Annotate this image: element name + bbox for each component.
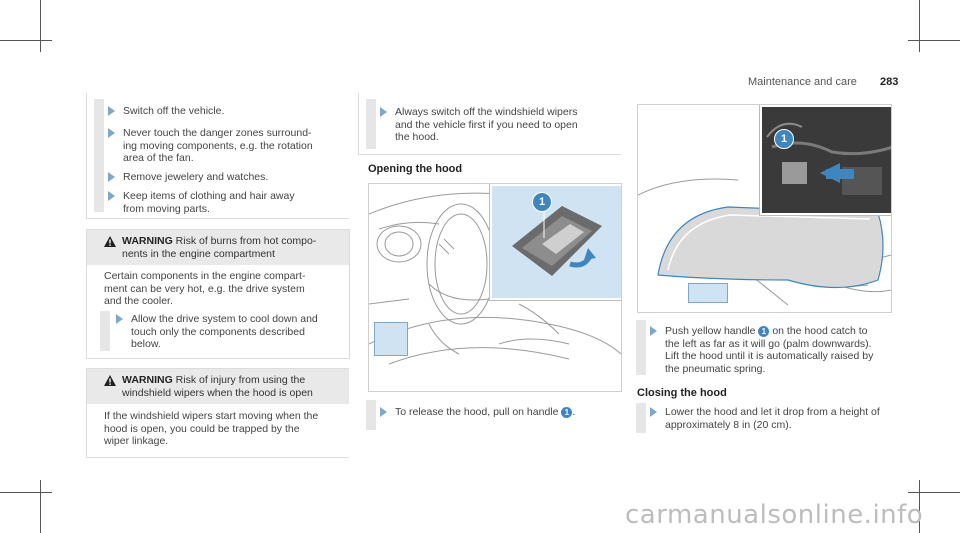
bullet-text: Never touch the danger zones surround- [123,127,312,139]
bullet-text: Lift the hood until it is automatically … [665,350,874,362]
bullet-text: To release the hood, pull on handle [395,406,559,418]
callout-number: 1 [758,325,770,337]
bullet-text: touch only the components described [131,325,305,338]
bullet-arrow-icon [108,128,115,138]
bullet-text: Keep items of clothing and hair away [123,190,295,202]
warning-body-line: If the windshield wipers start moving wh… [104,410,319,422]
bullet-text: below. [131,338,161,350]
crop-mark [908,40,960,41]
warning-triangle-icon [104,375,116,386]
bullet-text: area of the fan. [123,152,194,164]
bullet-text: Switch off the vehicle. [123,105,225,117]
hood-catch-illustration [762,107,891,213]
bullet-text: the left as far as it will go (palm down… [665,337,872,350]
list-item: Remove jewelery and watches. [108,171,268,184]
callout-number: 1 [774,129,794,149]
bullet-text: approximately 8 in (20 cm). [665,418,792,431]
warning-body: Certain components in the engine compart… [104,270,305,308]
bullet-arrow-icon [380,407,387,417]
car-interior-illustration [369,192,621,365]
list-item: Never touch the danger zones surround- i… [108,127,313,165]
bullet-text: the pneumatic spring. [665,362,766,375]
bullet-arrow-icon [108,191,115,201]
callout-number: 1 [532,192,552,212]
crop-mark [919,0,920,52]
bullet-text: the hood. [395,131,439,143]
warning-heading: WARNING Risk of injury from using the wi… [122,374,313,399]
detail-inset: 1 [759,105,891,216]
crop-mark [919,480,920,533]
detail-inset: 1 [489,184,621,301]
list-item: Always switch off the windshield wipers … [380,106,578,144]
list-item: Switch off the vehicle. [108,105,224,118]
bullet-arrow-icon [108,172,115,182]
figure-hood-release: 1 [368,183,622,392]
section-heading-closing: Closing the hood [637,387,727,399]
side-bar [100,311,110,351]
side-bar [636,403,646,433]
crop-mark [0,40,52,41]
note-box [358,93,621,155]
side-bar [366,99,376,149]
bullet-text: Allow the drive system to cool down and [131,313,318,325]
warning-body-line: ment can be very hot, e.g. the drive sys… [104,282,305,295]
side-bar [94,99,104,212]
bullet-text: Lower the hood and let it drop from a he… [665,406,880,418]
bullet-arrow-icon [650,326,657,336]
side-bar [636,320,646,375]
figure-hood-catch: 1 [637,104,892,313]
list-item: Push yellow handle 1 on the hood catch t… [650,325,873,375]
bullet-text: on the hood catch to [772,325,868,337]
bullet-arrow-icon [116,314,123,324]
bullet-text: Always switch off the windshield wipers [395,106,578,118]
bullet-text: from moving parts. [123,202,210,215]
bullet-arrow-icon [380,107,387,117]
bullet-text: and the vehicle first if you need to ope… [395,118,578,131]
warning-body: If the windshield wipers start moving wh… [104,410,318,448]
warning-box-burns [86,229,350,359]
warning-head-text: Risk of burns from hot compo- [175,235,317,247]
warning-head-text: Risk of injury from using the [175,374,306,386]
callout-number: 1 [561,406,573,418]
warning-header [87,230,349,265]
side-bar [366,400,376,430]
warning-triangle-icon [104,236,116,247]
crop-mark [40,480,41,533]
highlight-area [688,283,728,303]
section-title: Maintenance and care [748,76,857,88]
bullet-text: Push yellow handle [665,325,756,337]
car-hood-illustration [638,178,891,306]
list-item: To release the hood, pull on handle 1. [380,406,575,419]
warning-body-line: hood is open, you could be trapped by th… [104,422,300,435]
list-item: Lower the hood and let it drop from a he… [650,406,880,431]
watermark: carmanualsonline.info [625,500,924,530]
warning-header [87,369,349,404]
list-item: Keep items of clothing and hair away fro… [108,190,295,215]
list-item: Allow the drive system to cool down and … [116,313,318,351]
warning-heading: WARNING Risk of burns from hot compo- ne… [122,235,316,260]
safety-steps-box [86,93,349,219]
release-handle-illustration [512,206,602,276]
warning-label: WARNING [122,374,173,386]
bullet-arrow-icon [108,106,115,116]
bullet-text: ing moving components, e.g. the rotation [123,139,313,152]
warning-head-text: nents in the engine compartment [122,247,275,260]
highlight-area [374,322,408,356]
crop-mark [0,492,52,493]
warning-body-line: Certain components in the engine compart… [104,270,306,282]
page-number: 283 [880,76,899,88]
bullet-text: Remove jewelery and watches. [123,171,269,183]
section-heading-opening: Opening the hood [368,163,463,175]
crop-mark [40,0,41,52]
warning-label: WARNING [122,235,173,247]
warning-box-injury [86,368,349,458]
bullet-arrow-icon [650,407,657,417]
bullet-punctuation: . [572,406,576,418]
warning-body-line: wiper linkage. [104,435,169,447]
warning-body-line: and the cooler. [104,295,173,307]
warning-head-text: windshield wipers when the hood is open [122,386,313,399]
crop-mark [908,492,960,493]
